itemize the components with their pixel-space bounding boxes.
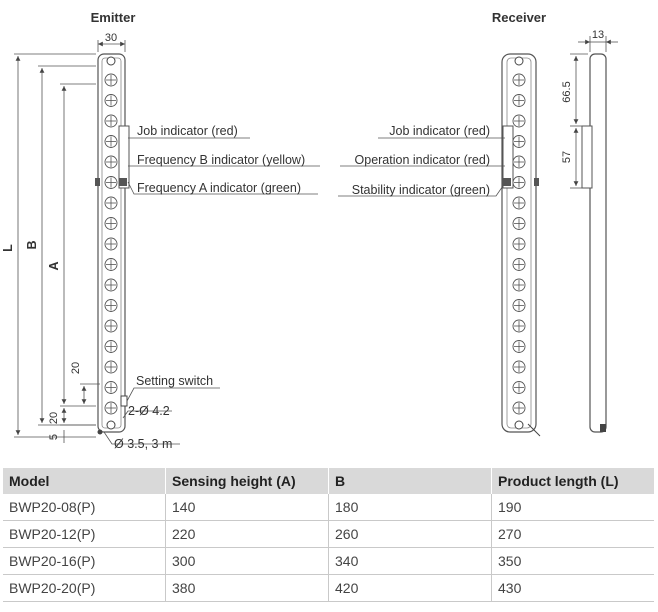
emitter-title: Emitter — [91, 10, 136, 25]
dim-B: B — [25, 240, 39, 249]
cell-model: BWP20-08(P) — [3, 494, 166, 521]
table-row: BWP20-08(P) 140 180 190 — [3, 494, 654, 521]
cell-sensing-height: 380 — [165, 574, 329, 602]
cell-b: 180 — [328, 494, 492, 521]
receiver-lens-column — [512, 73, 526, 415]
dim-emitter-width: 30 — [105, 32, 117, 44]
label-cable: Ø 3.5, 3 m — [114, 437, 172, 451]
cell-sensing-height: 220 — [165, 520, 329, 548]
cell-product-length: 350 — [491, 547, 654, 575]
cell-model: BWP20-16(P) — [3, 547, 166, 575]
cell-product-length: 270 — [491, 520, 654, 548]
dim-depth: 13 — [592, 29, 604, 41]
cell-sensing-height: 140 — [165, 494, 329, 521]
label-setting-switch: Setting switch — [136, 374, 213, 388]
cell-b: 340 — [328, 547, 492, 575]
table-row: BWP20-20(P) 380 420 430 — [3, 574, 654, 602]
label-frequency-b: Frequency B indicator (yellow) — [137, 153, 305, 167]
cell-product-length: 430 — [491, 574, 654, 602]
emitter-leaders — [103, 137, 320, 445]
table-row: BWP20-16(P) 300 340 350 — [3, 547, 654, 575]
receiver-title: Receiver — [492, 10, 546, 25]
dim-20-lower: 20 — [48, 412, 60, 424]
dim-indicator-length: 57 — [561, 151, 573, 163]
table-row: BWP20-12(P) 220 260 270 — [3, 520, 654, 548]
header-b: B — [328, 468, 492, 494]
dim-top-offset: 66.5 — [561, 81, 573, 102]
side-view — [581, 53, 607, 433]
dim-A: A — [47, 261, 61, 270]
cell-b: 420 — [328, 574, 492, 602]
dim-L: L — [1, 244, 15, 252]
dim-5: 5 — [48, 434, 60, 440]
cell-sensing-height: 300 — [165, 547, 329, 575]
emitter-dimensions — [14, 40, 126, 443]
dim-20-upper: 20 — [70, 362, 82, 374]
table-header-row: Model Sensing height (A) B Product lengt… — [3, 468, 654, 494]
header-sensing-height: Sensing height (A) — [165, 468, 329, 494]
cell-model: BWP20-12(P) — [3, 520, 166, 548]
cell-b: 260 — [328, 520, 492, 548]
header-product-length: Product length (L) — [491, 468, 654, 494]
label-stability: Stability indicator (green) — [352, 183, 490, 197]
label-mount-hole: 2-Ø 4.2 — [128, 404, 170, 418]
cell-model: BWP20-20(P) — [3, 574, 166, 602]
cable-stub — [97, 429, 103, 435]
cell-product-length: 190 — [491, 494, 654, 521]
emitter-lens-column — [104, 73, 118, 415]
label-receiver-job: Job indicator (red) — [389, 124, 490, 138]
label-operation: Operation indicator (red) — [355, 153, 490, 167]
header-model: Model — [3, 468, 166, 494]
side-view-dimensions — [570, 36, 618, 189]
receiver-leaders — [338, 137, 506, 197]
label-frequency-a: Frequency A indicator (green) — [137, 181, 301, 195]
dimension-drawing: Emitter Receiver — [1, 10, 618, 451]
label-emitter-job: Job indicator (red) — [137, 124, 238, 138]
model-spec-table: Model Sensing height (A) B Product lengt… — [3, 468, 654, 602]
